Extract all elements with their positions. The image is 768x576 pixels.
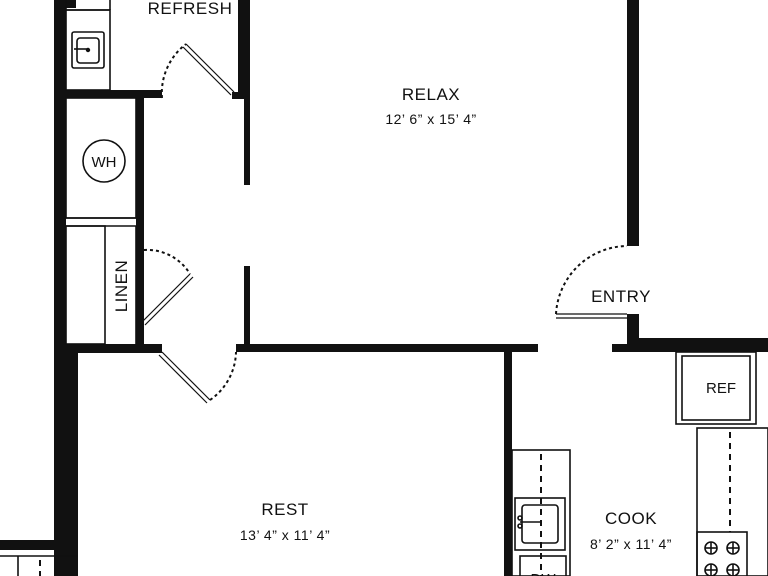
entry-door-swing bbox=[555, 245, 628, 315]
wall-top-stub bbox=[66, 0, 76, 8]
rest-door-swing bbox=[209, 351, 237, 401]
wall-closet-right bbox=[136, 98, 144, 346]
room-name-entry: ENTRY bbox=[591, 287, 651, 306]
wall-bath-right-low bbox=[244, 0, 250, 185]
wall-bath-right bbox=[238, 0, 246, 98]
linen-closet: LINEN bbox=[65, 225, 194, 345]
wall-bath-bottom bbox=[66, 90, 162, 98]
rest-door-leaf bbox=[161, 351, 211, 401]
relax-room: RELAX 12’ 6” x 15’ 4” bbox=[385, 85, 476, 127]
wall-left-outer bbox=[54, 0, 66, 350]
rest-room: REST 13’ 4” x 11’ 4” bbox=[0, 351, 330, 576]
range-cooktop bbox=[696, 531, 748, 576]
room-name-relax: RELAX bbox=[402, 85, 460, 104]
wall-left-lower bbox=[54, 350, 78, 576]
refrigerator-label: REF bbox=[706, 380, 736, 397]
bath-sink-basin bbox=[76, 37, 100, 64]
water-heater-label: WH bbox=[92, 154, 117, 171]
wh-closet: WH bbox=[65, 97, 137, 227]
room-dims-cook: 8’ 2” x 11’ 4” bbox=[590, 536, 672, 552]
bath-door-leaf bbox=[185, 43, 235, 93]
room-name-linen: LINEN bbox=[112, 260, 131, 313]
kitchen-sink-outer bbox=[514, 497, 566, 551]
wall-bath-bottom-stub bbox=[232, 92, 246, 99]
range-burner-icon bbox=[704, 541, 740, 576]
refresh-room: REFRESH bbox=[65, 0, 235, 99]
linen-door-leaf bbox=[141, 273, 191, 323]
wall-kitchen-top bbox=[627, 338, 768, 352]
room-dims-rest: 13’ 4” x 11’ 4” bbox=[240, 527, 330, 543]
refrigerator-outer bbox=[675, 351, 757, 425]
refrigerator-inner bbox=[681, 355, 751, 421]
bath-sink-outer bbox=[71, 31, 105, 69]
wall-left-step bbox=[0, 540, 78, 550]
water-heater-icon bbox=[82, 139, 126, 183]
room-name-rest: REST bbox=[261, 500, 308, 519]
dishwasher bbox=[519, 555, 567, 576]
kitchen-sink-basin bbox=[521, 504, 559, 544]
wall-hall-stub bbox=[244, 266, 250, 348]
linen-door-swing bbox=[143, 248, 191, 275]
wall-entry-stub bbox=[612, 344, 638, 352]
kitchen-counter-left bbox=[511, 449, 571, 576]
wall-relax-rest bbox=[66, 344, 162, 353]
cook-room: DW REF COOK 8’ 2” x 11’ 4” bbox=[511, 351, 768, 576]
wall-rest-cook bbox=[504, 344, 512, 576]
kitchen-counter-right bbox=[696, 427, 768, 576]
room-name-cook: COOK bbox=[605, 509, 657, 528]
dishwasher-label: DW bbox=[531, 571, 557, 576]
entry-area: ENTRY bbox=[555, 245, 651, 319]
bath-door-swing bbox=[160, 43, 187, 99]
wall-entry-right bbox=[627, 0, 639, 246]
wall-relax-rest-2 bbox=[236, 344, 538, 352]
room-dims-relax: 12’ 6” x 15’ 4” bbox=[385, 111, 476, 127]
room-name-refresh: REFRESH bbox=[148, 0, 233, 18]
linen-shelf bbox=[65, 225, 106, 345]
